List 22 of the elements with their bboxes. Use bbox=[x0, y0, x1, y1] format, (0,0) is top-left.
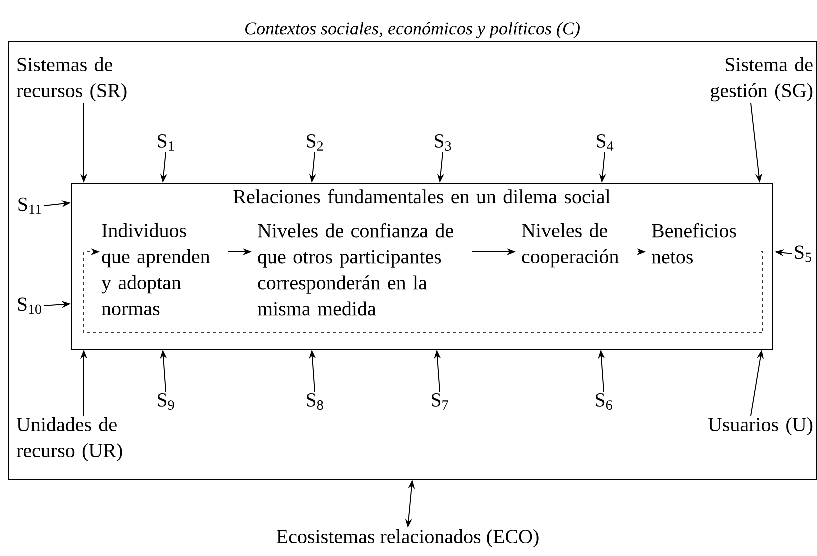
variable-label: S$_{7}$ bbox=[432, 394, 448, 410]
node-label: Niveles de cooperación bbox=[522, 224, 619, 268]
variable-label: S$_{3}$ bbox=[435, 134, 452, 151]
variable-label: S$_{10}$ bbox=[18, 298, 42, 314]
variable-label: S$_{8}$ bbox=[307, 394, 324, 410]
node-label: Niveles de confianza de que otros participantes corresponderán en la misma medida bbox=[258, 224, 454, 316]
variable-label: S$_{1}$ bbox=[158, 134, 174, 151]
node-label: Ecosistemas relacionados (ECO) bbox=[276, 530, 539, 548]
node-label: Sistema de gestión (SG) bbox=[711, 58, 813, 102]
variable-label: S$_{4}$ bbox=[597, 134, 614, 151]
node-label: Beneficios netos bbox=[652, 224, 736, 264]
arrow bbox=[84, 248, 764, 334]
variable-label: S$_{9}$ bbox=[158, 394, 174, 410]
variable-label: S$_{6}$ bbox=[596, 394, 612, 410]
variable-label: S$_{5}$ bbox=[795, 246, 812, 262]
node-label: Sistemas de recursos (SR) bbox=[16, 58, 127, 102]
variable-label: S$_{2}$ bbox=[307, 134, 324, 151]
variable-label: S$_{11}$ bbox=[18, 198, 42, 214]
node-label: Contextos sociales, económicos y políticos (C) bbox=[246, 22, 580, 38]
node-label: Individuos que aprenden y adoptan normas bbox=[102, 224, 210, 316]
node-label: Unidades de recurso (UR) bbox=[16, 418, 122, 462]
node-label: Usuarios (U) bbox=[708, 418, 813, 436]
